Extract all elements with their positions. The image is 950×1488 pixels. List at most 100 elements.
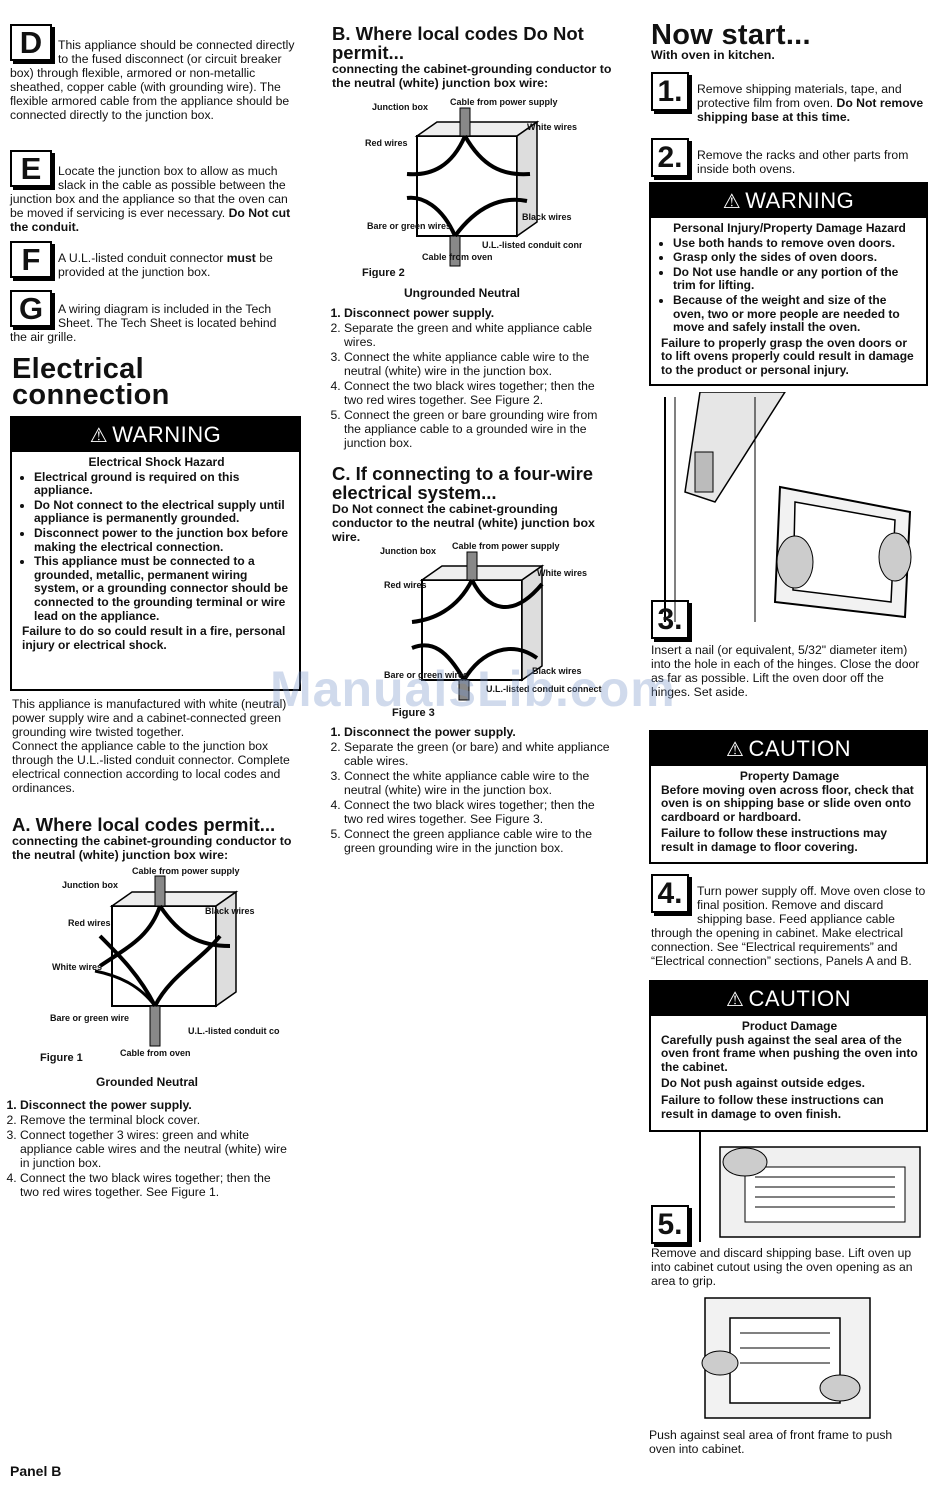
caution-hazard-title: Property Damage bbox=[739, 769, 840, 783]
fig3-name: Figure 3 bbox=[392, 707, 435, 719]
section-a-subtitle: connecting the cabinet-grounding conduct… bbox=[12, 834, 292, 862]
warning-footer: Failure to do so could result in a fire,… bbox=[22, 624, 286, 652]
step-d: D This appliance should be connected dir… bbox=[10, 24, 295, 122]
section-a-step: Connect together 3 wires: green and whit… bbox=[20, 1128, 293, 1170]
warning-triangle-icon: ⚠ bbox=[722, 191, 742, 213]
caution-line: Do Not push against outside edges. bbox=[661, 1076, 866, 1091]
electrical-warning-box: ⚠WARNING Electrical Shock Hazard Electri… bbox=[10, 416, 301, 691]
fig1-label-red: Red wires bbox=[68, 918, 111, 928]
warning-hazard-title: Electrical Shock Hazard bbox=[88, 455, 225, 469]
fig1-label-black: Black wires bbox=[205, 906, 255, 916]
fig1-label-cable-supply: Cable from power supply bbox=[132, 866, 240, 876]
step-f: F A U.L.-listed conduit connector must b… bbox=[10, 241, 295, 279]
caution-line: Before moving oven across floor, check t… bbox=[661, 782, 914, 824]
figure-2-caption: Ungrounded Neutral bbox=[404, 286, 520, 300]
fig1-label-bare: Bare or green wire bbox=[50, 1013, 129, 1023]
fig2-label-black: Black wires bbox=[522, 212, 572, 222]
fig2-name: Figure 2 bbox=[362, 267, 405, 278]
step-4-badge: 4. bbox=[651, 874, 689, 913]
now-start-subheading: With oven in kitchen. bbox=[651, 48, 775, 62]
warning-item: Use both hands to remove oven doors. bbox=[673, 236, 918, 251]
step-5-badge: 5. bbox=[651, 1205, 689, 1244]
oven-push-illustration bbox=[690, 1293, 880, 1425]
fig3-label-connector: U.L.-listed conduit connector bbox=[486, 684, 602, 694]
step-e-text: Locate the junction box to allow as much… bbox=[10, 164, 291, 234]
fig2-label-bare: Bare or green wires bbox=[367, 221, 451, 231]
section-b-step: Separate the green and white appliance c… bbox=[344, 321, 612, 349]
section-c-title: C. If connecting to a four-wire electric… bbox=[332, 463, 594, 503]
fig1-label-cable-oven: Cable from oven bbox=[120, 1048, 191, 1058]
section-c-step: Connect the green appliance cable wire t… bbox=[344, 827, 612, 855]
warning-list: Use both hands to remove oven doors. Gra… bbox=[661, 236, 918, 335]
step-2: 2. Remove the racks and other parts from… bbox=[651, 138, 926, 177]
caution-line: Failure to follow these instructions may… bbox=[661, 826, 888, 854]
caution-hazard-title: Product Damage bbox=[741, 1019, 838, 1033]
warning-triangle-icon: ⚠ bbox=[726, 989, 745, 1011]
step-g-text: A wiring diagram is included in the Tech… bbox=[10, 302, 277, 344]
section-b-steps: Disconnect power supply. Separate the gr… bbox=[332, 306, 612, 451]
warning-item: Electrical ground is required on this ap… bbox=[34, 470, 291, 498]
fig2-label-cable-oven: Cable from oven bbox=[422, 252, 493, 262]
step-4-text: Turn power supply off. Move oven close t… bbox=[651, 884, 926, 968]
fig1-label-connector: U.L.-listed conduit connector bbox=[188, 1026, 280, 1036]
step-f-badge: F bbox=[10, 241, 52, 278]
warning-item: Do Not use handle or any portion of the … bbox=[673, 265, 918, 293]
panel-label: Panel B bbox=[10, 1463, 62, 1479]
step-3-badge: 3. bbox=[651, 600, 689, 639]
product-caution-box: ⚠CAUTION Product Damage Carefully push a… bbox=[649, 980, 928, 1132]
warning-list: Electrical ground is required on this ap… bbox=[22, 470, 291, 624]
section-a: A. Where local codes permit... connectin… bbox=[12, 815, 297, 862]
step-1-text: Remove shipping materials, tape, and pro… bbox=[697, 82, 924, 124]
step-2-text: Remove the racks and other parts from in… bbox=[697, 148, 909, 176]
electrical-connection-heading: Electrical connection bbox=[12, 353, 170, 411]
section-c: C. If connecting to a four-wire electric… bbox=[332, 464, 602, 544]
section-a-steps: Disconnect the power supply. Remove the … bbox=[8, 1098, 293, 1200]
figure-2-diagram: Junction box Cable from power supply Whi… bbox=[362, 97, 582, 278]
section-a-step: Disconnect the power supply. bbox=[20, 1098, 293, 1112]
section-b: B. Where local codes Do Not permit... co… bbox=[332, 24, 617, 90]
step-g: G A wiring diagram is included in the Te… bbox=[10, 290, 295, 344]
section-b-step: Connect the green or bare grounding wire… bbox=[344, 408, 612, 450]
fig2-label-connector: U.L.-listed conduit connector bbox=[482, 240, 582, 250]
step-d-badge: D bbox=[10, 24, 52, 61]
warning-header: ⚠WARNING bbox=[651, 184, 926, 218]
step-3-text: Insert a nail (or equivalent, 5/32" diam… bbox=[651, 643, 920, 699]
figure-1-caption: Grounded Neutral bbox=[96, 1075, 199, 1089]
section-c-step: Separate the green (or bare) and white a… bbox=[344, 740, 612, 768]
figure-1-diagram: Junction box Cable from power supply Bla… bbox=[40, 866, 280, 1064]
warning-header: ⚠WARNING bbox=[12, 418, 299, 452]
section-a-title: A. Where local codes permit... bbox=[12, 814, 276, 835]
fig3-label-junction: Junction box bbox=[380, 546, 436, 556]
caution-header: ⚠CAUTION bbox=[651, 982, 926, 1016]
section-b-subtitle: connecting the cabinet-grounding conduct… bbox=[332, 62, 612, 90]
warning-hazard-title: Personal Injury/Property Damage Hazard bbox=[673, 221, 906, 235]
caution-line: Carefully push against the seal area of … bbox=[661, 1032, 918, 1074]
injury-warning-box: ⚠WARNING Personal Injury/Property Damage… bbox=[649, 182, 928, 386]
fig3-label-black: Black wires bbox=[532, 666, 582, 676]
fig2-label-cable-supply: Cable from power supply bbox=[450, 97, 558, 107]
step-e: E Locate the junction box to allow as mu… bbox=[10, 150, 295, 234]
warning-triangle-icon: ⚠ bbox=[89, 425, 109, 447]
section-c-step: Connect the two black wires together; th… bbox=[344, 798, 612, 826]
step-1: 1. Remove shipping materials, tape, and … bbox=[651, 72, 926, 124]
fig3-label-white: White wires bbox=[537, 568, 587, 578]
now-start-heading: Now start... With oven in kitchen. bbox=[651, 21, 931, 63]
fig1-label-white: White wires bbox=[52, 962, 102, 972]
warning-item: This appliance must be connected to a gr… bbox=[34, 554, 291, 623]
step-e-badge: E bbox=[10, 150, 52, 187]
warning-item: Disconnect power to the junction box bef… bbox=[34, 526, 291, 554]
fig1-name: Figure 1 bbox=[40, 1052, 83, 1064]
step-1-badge: 1. bbox=[651, 72, 689, 111]
final-text: Push against seal area of front frame to… bbox=[649, 1428, 893, 1456]
step-4: 4. Turn power supply off. Move oven clos… bbox=[651, 874, 926, 968]
section-a-step: Connect the two black wires together; th… bbox=[20, 1171, 293, 1199]
warning-footer: Failure to properly grasp the oven doors… bbox=[661, 335, 914, 377]
step-g-badge: G bbox=[10, 290, 52, 327]
step-d-text: This appliance should be connected direc… bbox=[10, 38, 295, 122]
section-b-title: B. Where local codes Do Not permit... bbox=[332, 23, 584, 63]
property-caution-box: ⚠CAUTION Property Damage Before moving o… bbox=[649, 730, 928, 864]
section-a-step: Remove the terminal block cover. bbox=[20, 1113, 293, 1127]
fig3-label-red: Red wires bbox=[384, 580, 427, 590]
caution-header: ⚠CAUTION bbox=[651, 732, 926, 766]
step-2-badge: 2. bbox=[651, 138, 689, 177]
